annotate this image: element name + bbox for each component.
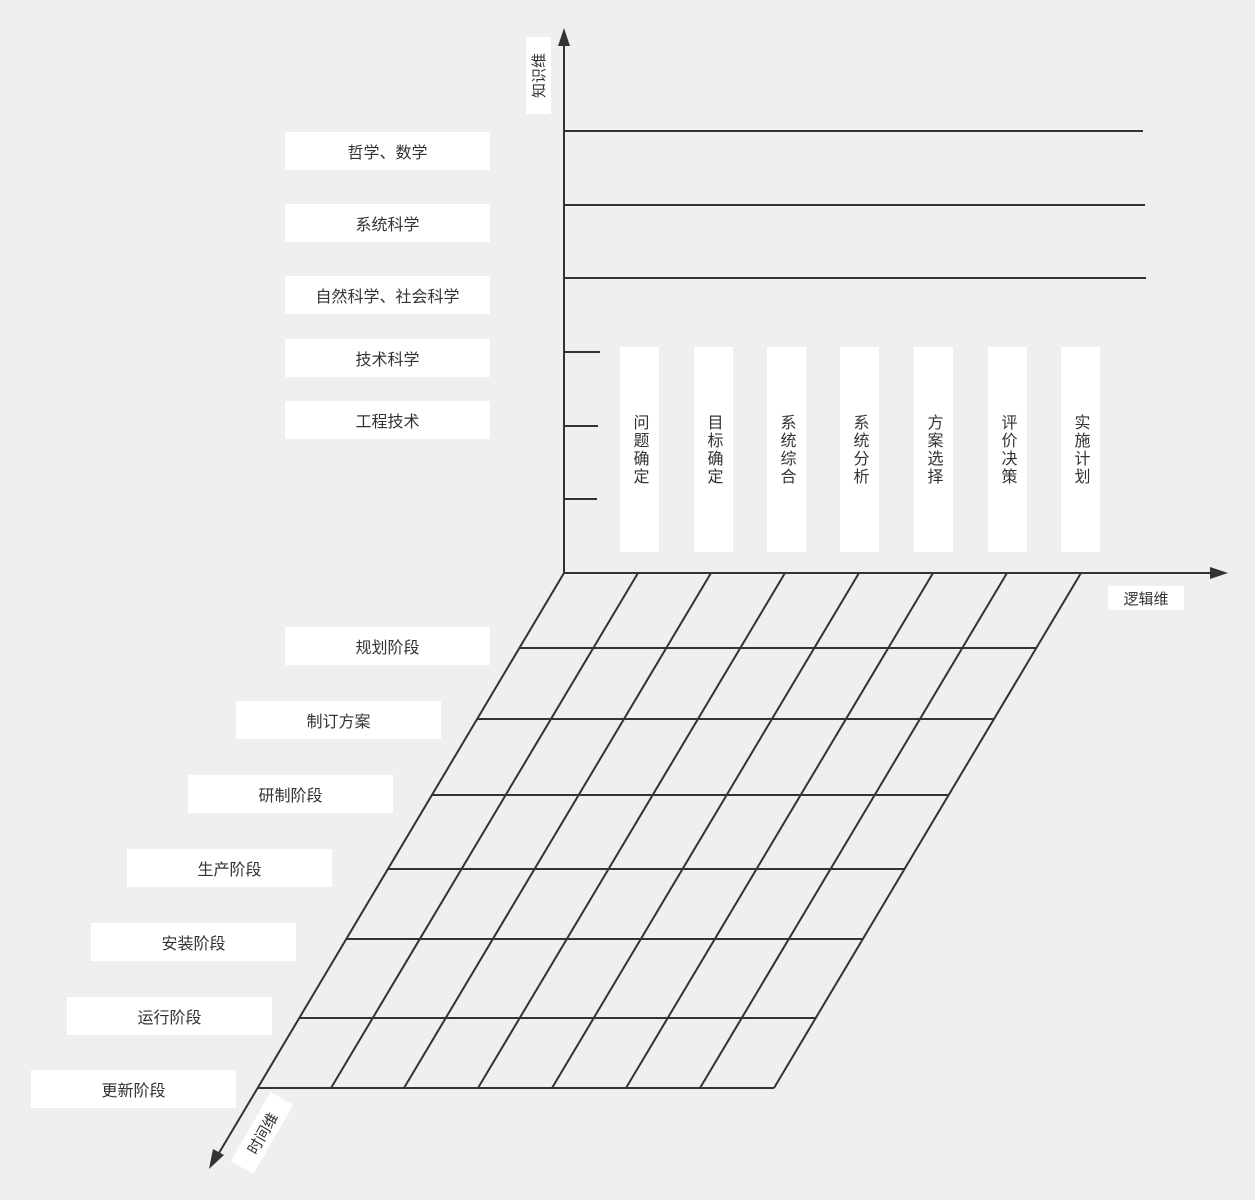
logic-axis-arrow-icon [1210, 567, 1228, 579]
knowledge-level-technical-science: 技术科学 [285, 339, 490, 377]
logic-step: 目标确定 [694, 347, 733, 552]
grid-column-line [625, 572, 934, 1089]
grid-column-line [773, 572, 1082, 1089]
time-phase: 更新阶段 [31, 1070, 236, 1108]
logic-axis-label: 逻辑维 [1108, 586, 1184, 610]
time-axis-arrow-icon [209, 1149, 224, 1169]
time-axis [215, 572, 565, 1159]
knowledge-axis-arrow-icon [558, 28, 570, 46]
grid-column-line [330, 572, 639, 1089]
time-phase: 研制阶段 [188, 775, 393, 813]
logic-step: 方案选择 [914, 347, 953, 552]
logic-step: 评价决策 [988, 347, 1027, 552]
grid-column-line [403, 572, 712, 1089]
grid-column-line [477, 572, 786, 1089]
logic-step: 系统分析 [840, 347, 879, 552]
time-phase: 规划阶段 [285, 627, 490, 665]
time-phase: 安装阶段 [91, 923, 296, 961]
knowledge-level-philosophy-math: 哲学、数学 [285, 132, 490, 170]
knowledge-level-systems-science: 系统科学 [285, 204, 490, 242]
logic-step: 系统综合 [767, 347, 806, 552]
knowledge-axis-label: 知识维 [526, 37, 551, 114]
time-phase: 运行阶段 [67, 997, 272, 1035]
knowledge-level-engineering: 工程技术 [285, 401, 490, 439]
time-phase: 生产阶段 [127, 849, 332, 887]
grid-column-line [551, 572, 860, 1089]
logic-step: 问题确定 [620, 347, 659, 552]
knowledge-level-natural-social-science: 自然科学、社会科学 [285, 276, 490, 314]
logic-step: 实施计划 [1061, 347, 1100, 552]
time-phase: 制订方案 [236, 701, 441, 739]
grid-column-line [699, 572, 1008, 1089]
